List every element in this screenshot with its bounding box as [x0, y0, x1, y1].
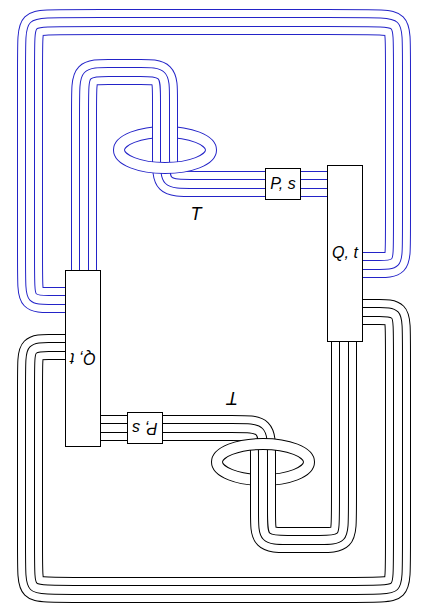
strand	[299, 171, 329, 197]
strand	[30, 312, 398, 590]
tangle-box: P, s	[127, 412, 163, 444]
box-label: P, s	[270, 175, 296, 193]
strand	[30, 22, 398, 300]
strand	[99, 424, 129, 432]
strand	[161, 340, 344, 540]
ring-band	[119, 150, 211, 168]
strand	[299, 179, 329, 189]
strand	[30, 312, 398, 590]
box-label: Q, t	[70, 349, 96, 367]
tangle-box: Q, t	[65, 270, 101, 447]
strand	[299, 180, 329, 188]
tangle-label: T	[227, 389, 238, 407]
strand	[99, 415, 129, 441]
ring-front-half	[119, 150, 309, 462]
strand-bundle	[99, 428, 129, 429]
strand	[84, 72, 267, 272]
strand	[161, 340, 344, 540]
strand	[84, 72, 267, 272]
ring-band	[217, 444, 309, 462]
tangle-box: Q, t	[327, 165, 363, 342]
strand	[30, 312, 398, 590]
strand	[99, 423, 129, 433]
strand	[30, 22, 398, 300]
ring-band-gap	[119, 150, 211, 168]
strand	[161, 340, 344, 540]
strand-bundles	[30, 22, 398, 590]
strand-bundle	[84, 72, 267, 272]
strand-bundle	[299, 184, 329, 185]
strand-bundle	[30, 22, 398, 300]
strand-bundle	[30, 312, 398, 590]
ring-band-gap	[217, 444, 309, 462]
strand	[299, 172, 329, 196]
ring-front-half	[217, 444, 309, 462]
strand	[30, 312, 398, 590]
strand	[84, 72, 267, 272]
strand	[30, 22, 398, 300]
strand	[161, 340, 344, 540]
box-label: P, s	[132, 419, 158, 437]
strand-bundle	[161, 340, 344, 540]
strand	[84, 72, 267, 272]
tangle-label: T	[191, 205, 202, 223]
strand	[99, 416, 129, 440]
box-label: Q, t	[332, 244, 358, 262]
tangle-box: P, s	[265, 168, 301, 200]
strand	[30, 22, 398, 300]
